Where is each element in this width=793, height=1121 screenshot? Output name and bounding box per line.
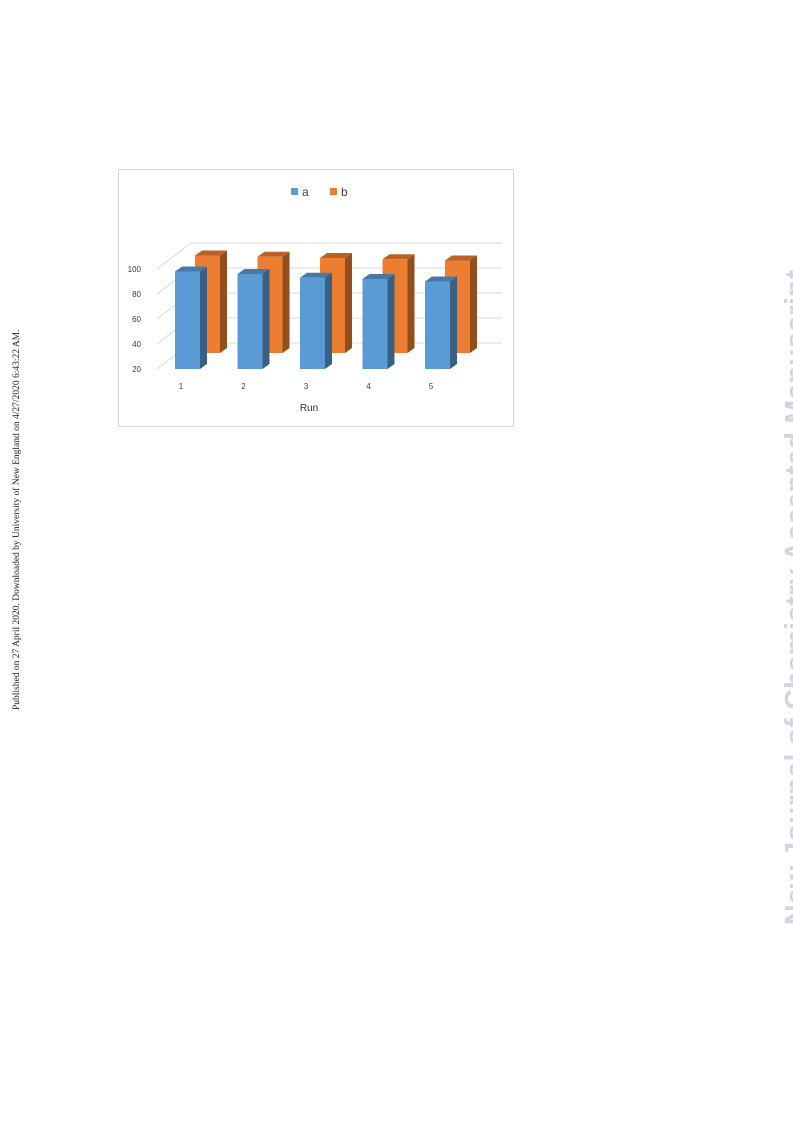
bar-side-a — [200, 266, 207, 369]
x-axis-title: Run — [300, 403, 318, 414]
bar-top-b — [320, 253, 352, 258]
legend-label-b: b — [341, 185, 348, 199]
legend-swatch-b — [330, 188, 337, 195]
bar-side-a — [262, 269, 270, 369]
bar-side-b — [345, 253, 352, 353]
y-tick-label: 60 — [132, 315, 141, 324]
bar-top-a — [300, 272, 332, 278]
bar-chart: 2040608010012345RunYield (%)ab — [128, 185, 502, 414]
bar-top-b — [257, 251, 290, 257]
bar-top-b — [382, 254, 415, 260]
x-tick-label: 1 — [179, 382, 184, 391]
bar-a — [237, 274, 263, 369]
bar-a — [362, 279, 388, 369]
y-tick-label: 80 — [132, 290, 141, 299]
bar-side-a — [325, 272, 332, 369]
x-tick-label: 4 — [366, 382, 371, 391]
bar-a — [300, 277, 325, 369]
x-tick-label: 2 — [241, 382, 246, 391]
y-tick-label: 20 — [132, 365, 141, 374]
bar-side-b — [470, 255, 477, 353]
chart-frame: 2040608010012345RunYield (%)ab — [118, 169, 514, 427]
bar-side-b — [407, 254, 415, 353]
publication-note: Published on 27 April 2020. Downloaded b… — [12, 329, 22, 710]
bar-a — [175, 271, 200, 369]
legend-label-a: a — [302, 185, 309, 199]
bar-side-a — [387, 274, 395, 369]
y-tick-label: 100 — [128, 265, 142, 274]
gridline — [156, 242, 502, 270]
journal-watermark: New Journal of Chemistry Accepted Manusc… — [780, 269, 793, 925]
y-tick-label: 40 — [132, 340, 141, 349]
legend-swatch-a — [291, 188, 298, 195]
bar-top-b — [195, 250, 227, 256]
bar-side-b — [220, 250, 227, 353]
x-tick-label: 3 — [304, 382, 309, 391]
bar-top-a — [175, 266, 207, 272]
bar-top-a — [237, 269, 270, 274]
bar-a — [425, 281, 450, 369]
bar-side-b — [282, 251, 290, 353]
x-tick-label: 5 — [429, 382, 434, 391]
bar-top-a — [425, 276, 457, 282]
bar-top-a — [362, 274, 395, 279]
bar-side-a — [450, 276, 457, 369]
bar-top-b — [445, 255, 477, 261]
